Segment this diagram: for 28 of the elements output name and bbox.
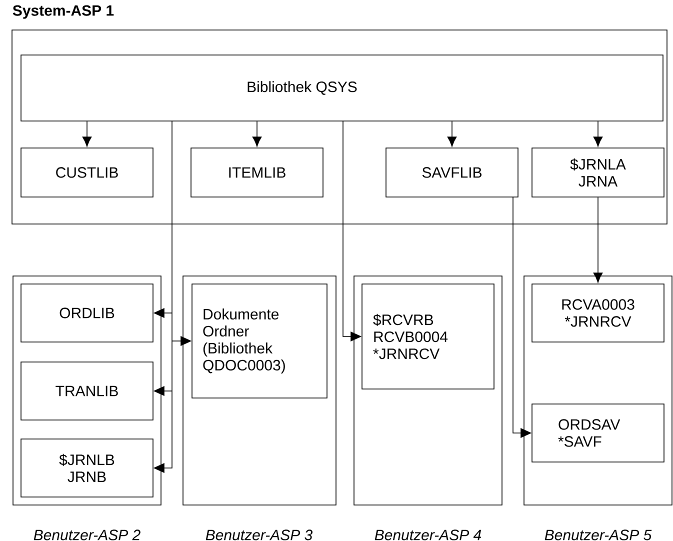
arrow	[447, 121, 457, 147]
library-box: $JRNLA JRNA	[532, 148, 664, 198]
library-box: $RCVRB RCVB0004 *JRNRCV	[362, 284, 494, 390]
library-box: Dokumente Ordner (Bibliothek QDOC0003)	[192, 284, 328, 398]
arrow	[153, 308, 172, 318]
arrow	[593, 197, 603, 283]
node-label: Benutzer-ASP 2	[34, 530, 140, 540]
library-box: TRANLIB	[20, 362, 154, 420]
arrow	[252, 121, 262, 147]
library-box: SAVFLIB	[386, 148, 518, 198]
library-box: ORDSAV *SAVF	[532, 404, 664, 462]
arrow	[82, 121, 92, 147]
node-label: Benutzer-ASP 4	[374, 530, 482, 540]
node-label: Benutzer-ASP 3	[206, 530, 312, 540]
node-label: System-ASP 1	[12, 5, 114, 19]
library-box: CUSTLIB	[20, 148, 154, 198]
library-box: ORDLIB	[20, 284, 154, 342]
arrow	[153, 386, 172, 396]
arrow	[342, 120, 362, 342]
arrow	[593, 121, 603, 147]
library-box: RCVA0003 *JRNRCV	[532, 284, 664, 342]
arrow	[172, 336, 192, 346]
arrow	[153, 390, 172, 473]
library-box: Bibliothek QSYS	[20, 54, 664, 122]
arrow	[512, 196, 532, 438]
library-box: ITEMLIB	[190, 148, 324, 198]
library-box: $JRNLB JRNB	[20, 438, 154, 498]
node-label: Benutzer-ASP 5	[544, 530, 652, 540]
